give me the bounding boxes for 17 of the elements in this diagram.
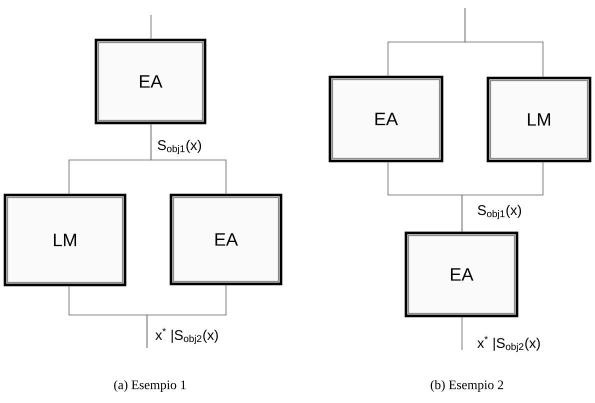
connector-line [462, 162, 544, 232]
process-box: EA [94, 38, 206, 124]
edge-label: S$_{obj1}$(x) [158, 140, 202, 154]
connector-line [146, 284, 226, 348]
caption: (a) Esempio 1 [114, 380, 186, 392]
caption: (b) Esempio 2 [430, 380, 504, 392]
edge-label: S$_{obj1}$(x) [478, 204, 522, 220]
connector-line [464, 8, 544, 78]
connector-line [150, 124, 226, 194]
edge-label: x$^{*}$ |S$_{obj2}$(x) [477, 336, 540, 352]
process-box: EA [170, 194, 282, 286]
process-box: EA [328, 76, 444, 162]
process-box: LM [4, 194, 126, 286]
process-box: EA [404, 232, 518, 318]
connector-line [150, 14, 152, 40]
edge-label: x$^{*}$ |S$_{obj2}$(x) [155, 328, 218, 344]
process-box: LM [486, 76, 592, 162]
